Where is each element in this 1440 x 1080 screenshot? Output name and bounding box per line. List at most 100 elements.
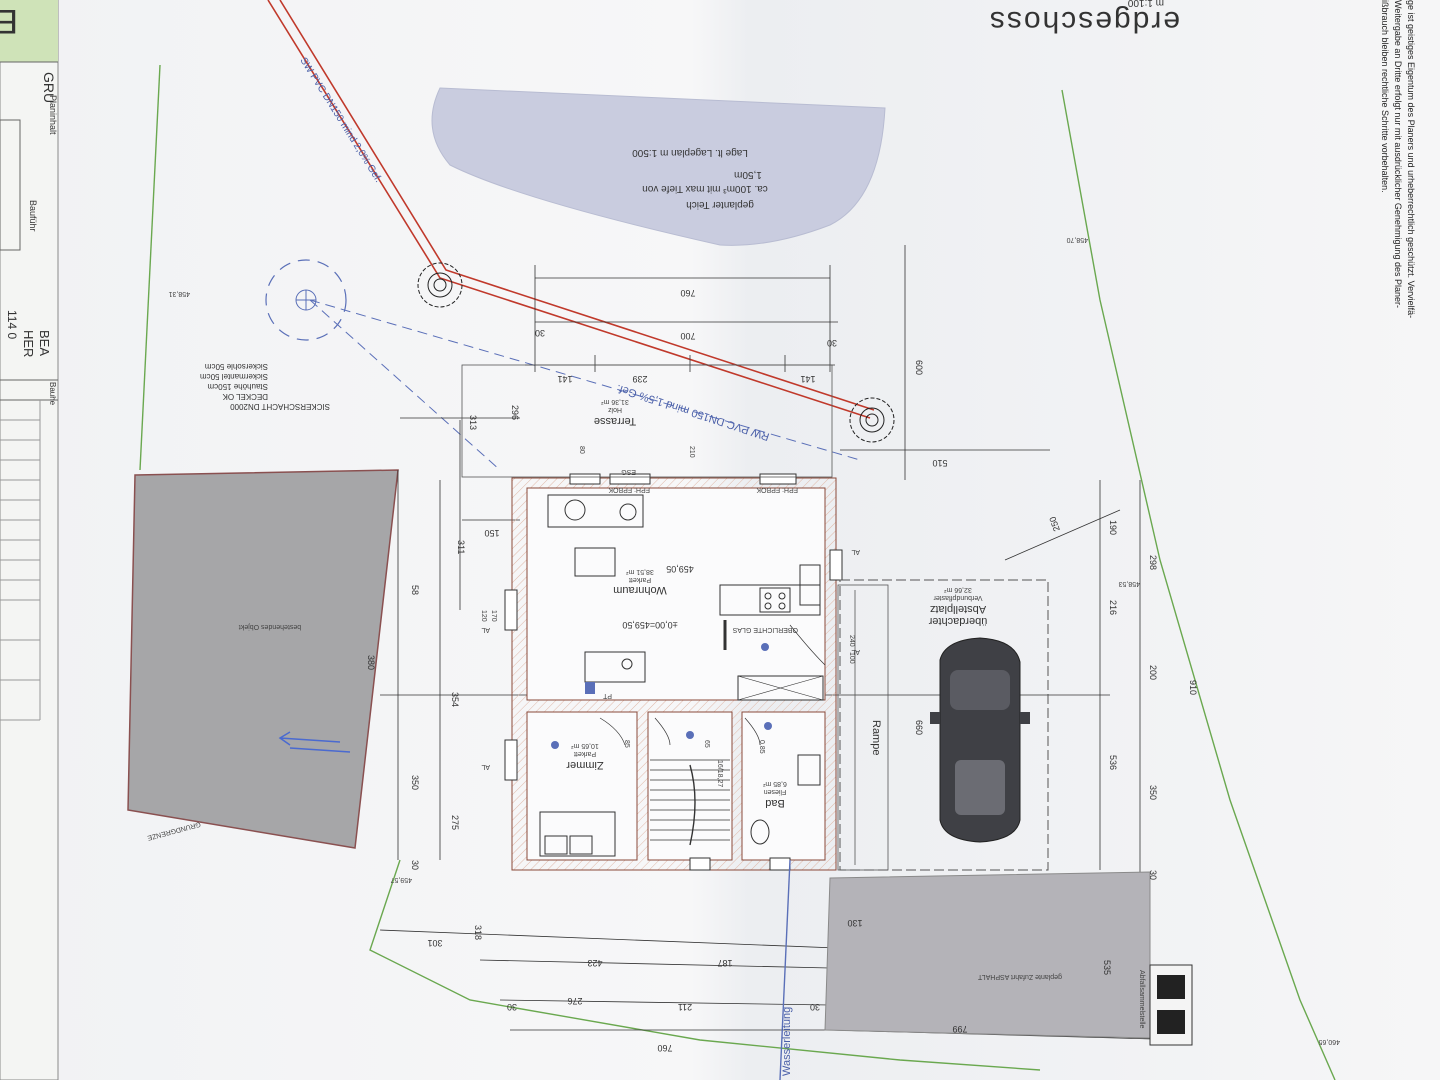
al-label-2: AL	[851, 548, 860, 555]
dim-left-30: 30	[410, 860, 420, 870]
plan-title-group: erdgeschoss m 1:100	[988, 0, 1180, 38]
shaft-line-1: DECKEL OK	[222, 392, 268, 401]
dim-bottom-30b: 30	[507, 1002, 517, 1012]
opening-240: 240	[848, 635, 855, 647]
driveway-label: geplante Zufahrt ASPHALT	[977, 973, 1062, 980]
fph-label-1: FPH: FPBOK	[608, 486, 650, 493]
shaft-line-2: Stauhöhe 150cm	[207, 382, 268, 391]
dimension-text: 760 700 141 239 141 30 30 600 510 250 19…	[366, 288, 1198, 1053]
dim-bottom-276: 276	[567, 996, 582, 1006]
dim-bottom-130: 130	[847, 918, 862, 928]
room-labels: Terrasse Holz 31,36 m² Wohnraum Parkett …	[481, 398, 987, 809]
bad-name: Bad	[765, 797, 785, 809]
carport-name-2: Abstellplatz	[930, 603, 986, 615]
spot-height-5: 460,65	[1318, 1038, 1340, 1045]
pond-label: geplanter Teich	[686, 199, 754, 210]
property-boundary	[139, 64, 1336, 1080]
copyright-line-3: ißbrauch bleiben rechtliche Schritte vor…	[1380, 0, 1390, 193]
title-block: EIN GRU Planinhalt Bauführ BEA HER 114 0…	[0, 0, 59, 1080]
dim-bottom-187: 187	[717, 958, 732, 968]
dim-right-910: 910	[1188, 680, 1198, 695]
spot-heights: 458,31 458,70 458,53 459,57 460,65	[168, 236, 1340, 1045]
dim-right-216: 216	[1108, 600, 1118, 615]
dim-bottom-799: 799	[952, 1024, 967, 1034]
dim-bottom-318: 318	[473, 925, 483, 940]
copyright-notice: ge ist geistiges Eigentum des Planers un…	[1380, 0, 1416, 318]
dim-right-660: 660	[914, 720, 924, 735]
living-floor: Parkett	[629, 576, 651, 583]
stair-label: 16/18,27	[716, 760, 723, 787]
dim-left-275: 275	[450, 815, 460, 830]
carport-area: 32,66 m²	[944, 586, 972, 593]
dim-top-239: 239	[632, 374, 647, 384]
terrace-name: Terrasse	[594, 415, 636, 427]
bad-area: 6,85 m²	[762, 780, 786, 787]
boundary-label: GRUNDGRENZE	[146, 820, 201, 841]
spot-height-3: 458,53	[1118, 580, 1140, 587]
dim-left-350: 350	[410, 775, 420, 790]
zimmer-name: Zimmer	[566, 759, 604, 771]
dim-left-296: 296	[510, 405, 520, 420]
bad-floor: Fliesen	[764, 788, 787, 795]
terrace-area: 31,36 m²	[601, 398, 629, 405]
rainwater-pipe-label: RW PVC DN150 mind 1,5% Gef.	[615, 382, 771, 443]
spot-height-2: 458,70	[1066, 236, 1088, 243]
shaft-line-3: Sickermantel 50cm	[200, 372, 268, 381]
dim-top-700: 700	[680, 331, 695, 341]
ramp-label: Rampe	[870, 720, 882, 755]
pond: geplanter Teich ca. 100m³ mit max Tiefe …	[431, 87, 886, 246]
dim-left-58: 58	[410, 585, 420, 595]
carport	[837, 579, 1049, 871]
dim-top-760: 760	[680, 288, 695, 298]
dim-bottom-535: 535	[1102, 960, 1112, 975]
shaft-title: SICKERSCHACHT DN2000	[230, 402, 330, 411]
dim-right-298: 298	[1148, 555, 1158, 570]
title-fragment-1140: 114 0	[5, 310, 19, 339]
title-fragment-ein: EIN	[0, 2, 18, 40]
manhole-circles	[417, 262, 895, 443]
living-area: 38,51 m²	[626, 568, 654, 575]
title-fragment-gru: GRU	[41, 72, 57, 103]
living-name: Wohnraum	[613, 584, 667, 596]
opening-100: 100	[848, 652, 855, 664]
title-fragment-planinhalt: Planinhalt	[48, 95, 58, 135]
title-fragment-bea: BEA	[37, 330, 52, 356]
opening-85: 85	[623, 740, 630, 748]
pond-line-2: 1,50m	[734, 169, 762, 180]
dim-right-30: 30	[1148, 870, 1158, 880]
esg-label: ESG	[621, 468, 636, 475]
house	[504, 473, 843, 871]
terrace-material: Holz	[608, 406, 623, 413]
living-spot-height: 459,05	[666, 564, 694, 574]
dim-left-313: 313	[468, 415, 478, 430]
dim-bottom-211: 211	[678, 1002, 692, 1012]
sewer-pipe	[267, 0, 875, 419]
opening-210a: 210	[688, 446, 695, 458]
dim-top-30a: 30	[535, 328, 545, 338]
dim-bottom-301: 301	[427, 938, 442, 948]
copyright-line-1: ge ist geistiges Eigentum des Planers un…	[1406, 0, 1416, 318]
dim-right-350: 350	[1148, 785, 1158, 800]
dim-right-250: 250	[1047, 515, 1062, 533]
dim-left-150: 150	[484, 528, 499, 538]
living-datum: ±0,00=459,50	[622, 620, 677, 630]
fph-label-2: FPH: FPBOK	[756, 486, 798, 493]
seepage-shaft: SICKERSCHACHT DN2000 DECKEL OK Stauhöhe …	[200, 259, 347, 411]
rainwater-pipe	[309, 299, 861, 471]
existing-building: bestehendes Objekt	[127, 469, 399, 849]
dim-top-30b: 30	[827, 338, 837, 348]
dim-right-510: 510	[932, 458, 947, 468]
title-fragment-bauhe: Bauhe	[48, 382, 57, 406]
plan-title: erdgeschoss	[988, 5, 1180, 38]
existing-building-label: bestehendes Objekt	[239, 623, 301, 630]
carport-name: überdachter	[928, 615, 987, 627]
waste-label: Abfallsammelstelle	[1138, 970, 1145, 1028]
dim-right-600: 600	[914, 360, 924, 375]
zimmer-floor: Parkett	[574, 750, 596, 757]
al-label-3: AL	[851, 648, 860, 655]
spot-height-1: 458,31	[168, 290, 190, 297]
opening-80a: 80	[578, 446, 585, 454]
dim-top-141a: 141	[557, 374, 572, 384]
